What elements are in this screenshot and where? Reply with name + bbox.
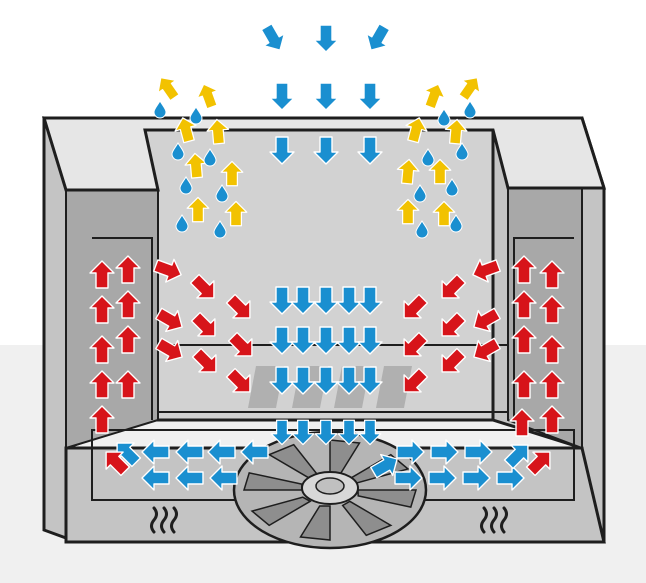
fan-blade [357, 489, 418, 509]
arrow-icon [192, 79, 223, 112]
arrow-icon [151, 70, 185, 105]
arrow-icon [359, 20, 396, 57]
droplet-icon [463, 100, 477, 119]
heat-wave-icon [150, 506, 178, 534]
fan-icon [232, 430, 428, 550]
arrow-icon [313, 82, 339, 111]
fan-blade [299, 505, 331, 541]
droplet-icon [437, 108, 451, 127]
arrow-icon [269, 82, 295, 111]
arrow-icon [453, 70, 487, 105]
fan-blade [250, 496, 312, 527]
arrow-icon [313, 24, 339, 53]
arrow-icon [419, 79, 450, 112]
fan-blade [341, 500, 393, 537]
arrow-icon [357, 82, 383, 111]
heat-wave-icon [480, 506, 508, 534]
droplet-icon [189, 106, 203, 125]
droplet-icon [153, 100, 167, 119]
arrow-icon [255, 20, 292, 57]
